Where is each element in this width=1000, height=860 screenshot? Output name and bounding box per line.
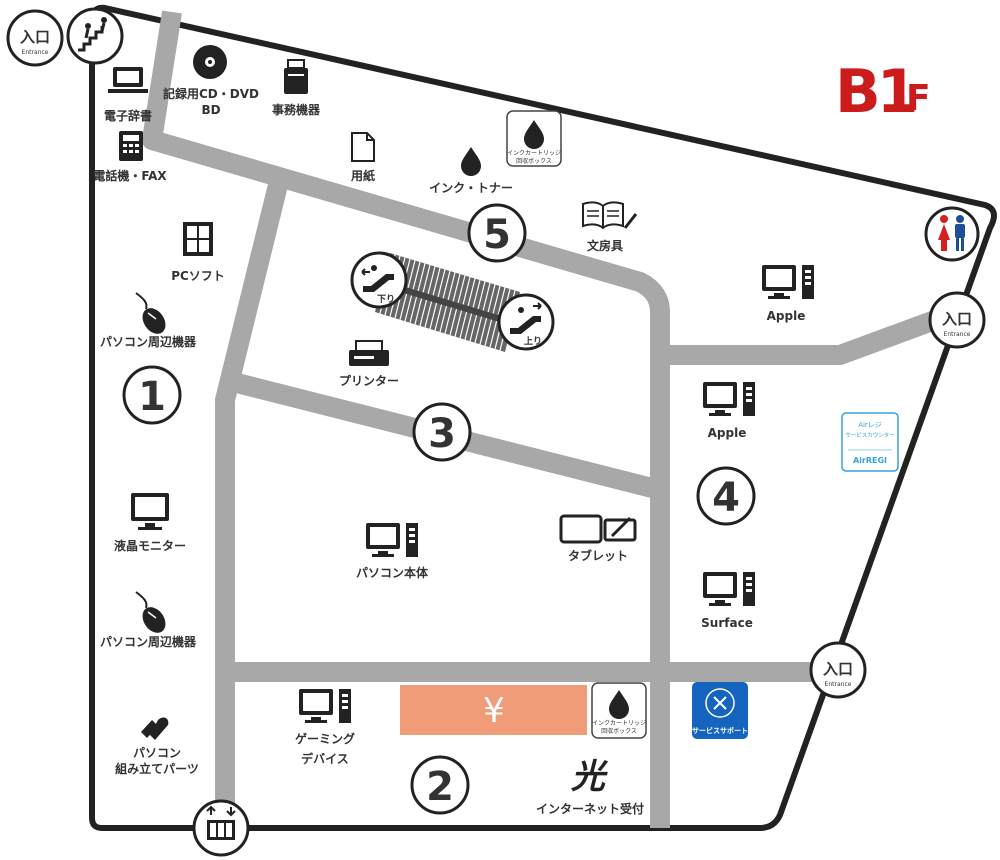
svg-text:Airレジ: Airレジ: [858, 421, 882, 429]
svg-text:Apple: Apple: [708, 426, 747, 440]
svg-text:3: 3: [428, 411, 456, 457]
lcd-monitor[interactable]: 液晶モニター: [114, 493, 186, 553]
svg-text:パソコン周辺機器: パソコン周辺機器: [100, 334, 197, 349]
gaming-device[interactable]: ゲーミング デバイス: [295, 689, 355, 766]
svg-text:サービスサポート: サービスサポート: [692, 726, 748, 735]
hikari-logo: 光: [571, 757, 609, 797]
pc-peripherals-upper[interactable]: パソコン周辺機器: [100, 292, 197, 349]
cd-dvd-bd[interactable]: 記録用CD・DVD BD: [163, 45, 259, 117]
svg-text:パソコン周辺機器: パソコン周辺機器: [100, 634, 197, 649]
svg-text:Entrance: Entrance: [825, 681, 852, 688]
svg-text:記録用CD・DVD: 記録用CD・DVD: [163, 86, 259, 101]
svg-text:用紙: 用紙: [350, 168, 375, 183]
svg-text:インクカートリッジ: インクカートリッジ: [507, 150, 561, 157]
svg-text:インターネット受付: インターネット受付: [536, 801, 644, 816]
svg-text:AirREGI: AirREGI: [853, 456, 887, 465]
zone-1[interactable]: 1: [122, 365, 182, 425]
pc-software[interactable]: PCソフト: [171, 222, 225, 283]
entrance-top-left[interactable]: 入口 Entrance: [6, 9, 64, 67]
stationery[interactable]: 文房具: [582, 201, 638, 253]
svg-text:5: 5: [483, 212, 511, 258]
svg-text:回収ボックス: 回収ボックス: [601, 727, 637, 735]
svg-text:Entrance: Entrance: [944, 331, 971, 338]
pc-desktop[interactable]: パソコン本体: [356, 523, 429, 580]
svg-text:プリンター: プリンター: [339, 373, 399, 388]
escalator-down[interactable]: 下り: [350, 251, 408, 309]
zone-5[interactable]: 5: [467, 203, 527, 263]
svg-text:F: F: [906, 78, 931, 119]
surface[interactable]: Surface: [701, 572, 755, 630]
svg-text:上り: 上り: [524, 335, 542, 347]
svg-text:電話機・FAX: 電話機・FAX: [93, 168, 167, 183]
svg-text:回収ボックス: 回収ボックス: [516, 157, 552, 165]
entrance-right-lower[interactable]: 入口 Entrance: [809, 641, 867, 699]
printer[interactable]: プリンター: [339, 340, 399, 388]
zone-4[interactable]: 4: [696, 466, 756, 526]
svg-text:BD: BD: [201, 103, 220, 117]
zone-2[interactable]: 2: [410, 755, 470, 815]
office-equipment[interactable]: 事務機器: [272, 59, 321, 117]
airregi-counter[interactable]: Airレジ サービスカウンター AirREGI: [841, 412, 899, 472]
svg-text:インクカートリッジ: インクカートリッジ: [592, 720, 646, 727]
floor-label: B1 F: [835, 57, 931, 127]
svg-text:パソコン本体: パソコン本体: [356, 565, 429, 580]
escalator-up[interactable]: 上り: [497, 293, 555, 351]
svg-text:B1: B1: [835, 57, 915, 127]
svg-text:1: 1: [138, 374, 166, 420]
svg-text:事務機器: 事務機器: [272, 102, 321, 117]
stairs-icon: [66, 7, 124, 65]
svg-text:サービスカウンター: サービスカウンター: [845, 431, 895, 439]
svg-text:組み立てパーツ: 組み立てパーツ: [115, 761, 199, 776]
internet-reception[interactable]: 光 インターネット受付: [536, 757, 644, 816]
svg-text:インク・トナー: インク・トナー: [429, 181, 513, 195]
svg-text:文房具: 文房具: [587, 238, 623, 253]
svg-text:Surface: Surface: [701, 616, 753, 630]
svg-text:デバイス: デバイス: [301, 751, 349, 766]
apple-lower[interactable]: Apple: [703, 382, 755, 440]
ink-recycle-box-top[interactable]: インクカートリッジ 回収ボックス: [506, 110, 562, 167]
svg-text:4: 4: [712, 475, 740, 521]
phone-fax[interactable]: 電話機・FAX: [93, 131, 167, 183]
elevator-icon[interactable]: [192, 799, 250, 857]
svg-text:PCソフト: PCソフト: [171, 269, 225, 283]
ink-recycle-box-bottom[interactable]: インクカートリッジ 回収ボックス: [591, 682, 647, 739]
svg-text:入口: 入口: [20, 28, 50, 46]
service-support[interactable]: サービスサポート: [692, 682, 748, 739]
zone-3[interactable]: 3: [412, 402, 472, 462]
paper[interactable]: 用紙: [350, 132, 375, 183]
svg-text:入口: 入口: [942, 310, 972, 328]
svg-text:2: 2: [426, 764, 454, 810]
pc-peripherals-lower[interactable]: パソコン周辺機器: [100, 591, 197, 649]
ink-toner[interactable]: インク・トナー: [429, 147, 513, 195]
pc-parts[interactable]: パソコン 組み立てパーツ: [115, 717, 199, 776]
svg-text:Apple: Apple: [767, 309, 806, 323]
svg-text:液晶モニター: 液晶モニター: [114, 538, 186, 553]
svg-text:電子辞書: 電子辞書: [104, 108, 152, 123]
cashier-counter[interactable]: ¥: [400, 685, 587, 735]
electronic-dictionary[interactable]: 電子辞書: [104, 67, 152, 123]
svg-text:下り: 下り: [377, 294, 395, 305]
svg-text:タブレット: タブレット: [568, 548, 628, 563]
svg-text:入口: 入口: [823, 660, 853, 678]
tablet[interactable]: タブレット: [559, 514, 637, 563]
svg-text:¥: ¥: [483, 691, 505, 731]
svg-text:Entrance: Entrance: [22, 49, 49, 56]
restroom-icon: [924, 206, 980, 262]
entrance-right-upper[interactable]: 入口 Entrance: [928, 291, 986, 349]
svg-text:パソコン: パソコン: [133, 746, 181, 760]
svg-text:ゲーミング: ゲーミング: [295, 731, 355, 746]
apple-upper[interactable]: Apple: [762, 265, 814, 323]
